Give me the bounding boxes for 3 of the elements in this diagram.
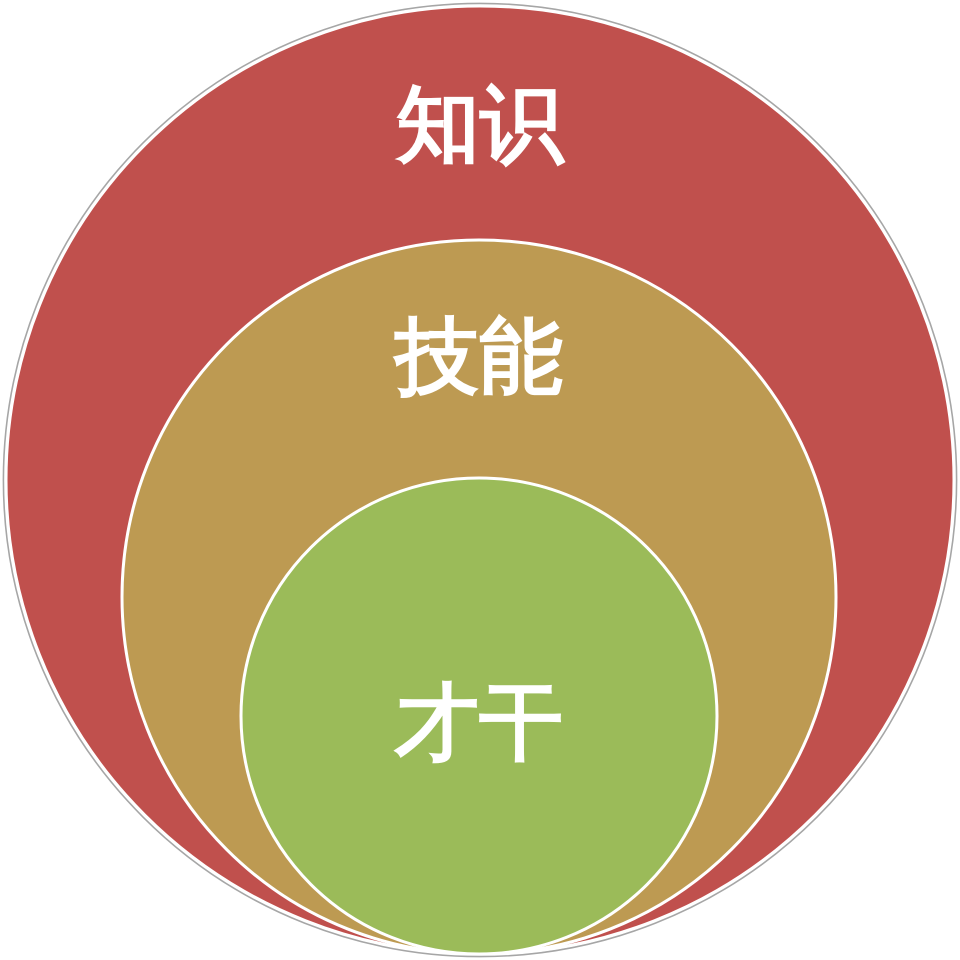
circle-label: 技能	[395, 314, 563, 398]
circle-label: 知识	[396, 82, 564, 166]
circle-label: 才干	[395, 680, 563, 764]
